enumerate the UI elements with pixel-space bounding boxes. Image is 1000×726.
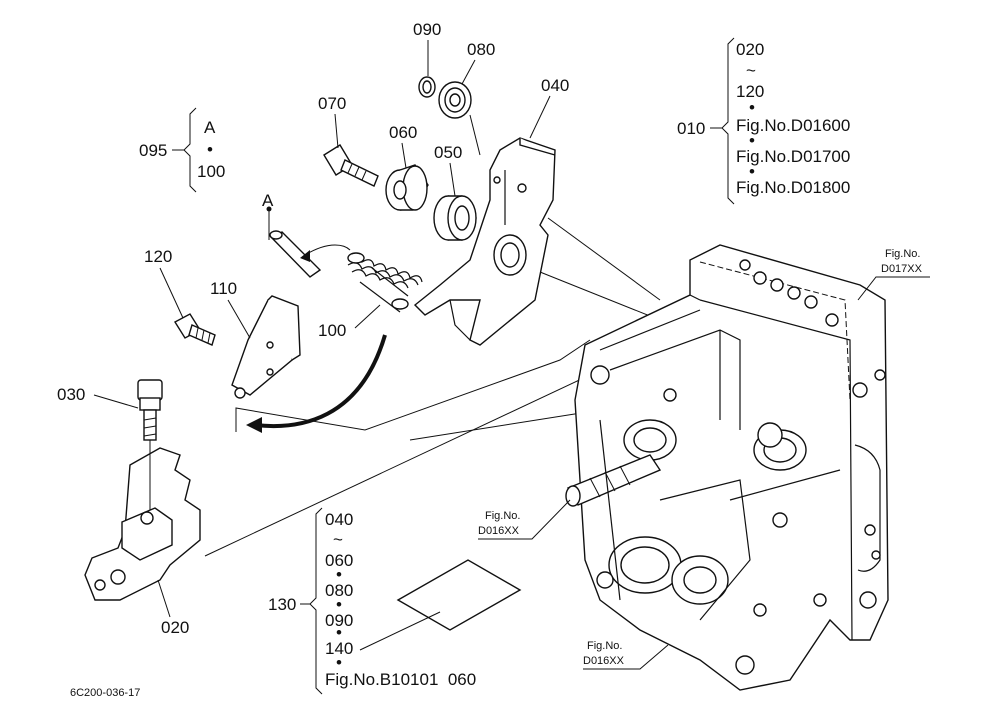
bracket-010-item-7: Fig.No.D01700 <box>736 147 850 166</box>
bracket-130: 130 040 ~ 060 • 080 • 090 • 140 • Fig.No… <box>268 507 476 695</box>
label-100: 100 <box>318 321 346 340</box>
part-020-bracket <box>84 447 201 601</box>
pin-A <box>266 206 322 278</box>
part-090-circlip <box>418 76 436 98</box>
callout-d016-b: Fig.No. D016XX <box>583 640 669 670</box>
label-050: 050 <box>434 143 462 162</box>
bracket-130-item-11: Fig.No.B10101 060 <box>325 670 476 689</box>
label-010: 010 <box>677 119 705 138</box>
bracket-130-item-3: 060 <box>325 551 353 570</box>
callout-d017: Fig.No. D017XX <box>857 248 930 301</box>
callout-d016-a: Fig.No. D016XX <box>478 499 571 540</box>
bracket-010-item-1: 020 <box>736 40 764 59</box>
bracket-010: 010 020 ~ 120 • Fig.No.D01600 • Fig.No.D… <box>677 37 850 205</box>
part-040-lever <box>413 114 556 346</box>
bracket-130-item-2: ~ <box>333 530 343 549</box>
diagram-code: 6C200-036-17 <box>70 687 140 699</box>
bracket-010-item-6: • <box>749 131 755 150</box>
part-130-sheet <box>359 559 522 651</box>
part-080-bearing <box>438 81 472 119</box>
transmission-housing <box>565 244 889 691</box>
leader-lines <box>204 217 661 557</box>
callout-d017-line1: Fig.No. <box>885 248 920 260</box>
label-A: A <box>262 191 274 210</box>
label-040: 040 <box>541 76 569 95</box>
callout-d016b-line2: D016XX <box>583 655 625 667</box>
label-090: 090 <box>413 20 441 39</box>
label-080: 080 <box>467 40 495 59</box>
label-110: 110 <box>210 279 237 298</box>
label-095: 095 <box>139 141 167 160</box>
part-120-bolt <box>174 313 216 346</box>
bracket-010-item-3: 120 <box>736 82 764 101</box>
label-130: 130 <box>268 595 296 614</box>
label-070: 070 <box>318 94 346 113</box>
label-060: 060 <box>389 123 417 142</box>
label-030: 030 <box>57 385 85 404</box>
part-labels: 090 080 040 070 060 050 A 120 110 100 03… <box>57 20 569 637</box>
bracket-010-item-2: ~ <box>746 61 756 80</box>
bracket-010-item-8: • <box>749 162 755 181</box>
part-100-spring <box>347 252 423 313</box>
label-020: 020 <box>161 618 189 637</box>
bracket-095-item-3: 100 <box>197 162 225 181</box>
callout-d016a-line1: Fig.No. <box>485 510 520 522</box>
bracket-095-item-2: • <box>207 140 213 159</box>
callout-d016a-line2: D016XX <box>478 525 520 537</box>
bracket-130-item-4: • <box>336 565 342 584</box>
rotation-arrows <box>246 244 387 433</box>
bracket-130-item-6: • <box>336 595 342 614</box>
bracket-130-item-7: 090 <box>325 611 353 630</box>
label-120: 120 <box>144 247 172 266</box>
bracket-130-item-1: 040 <box>325 510 353 529</box>
callout-d017-line2: D017XX <box>881 263 923 275</box>
bracket-095-item-1: A <box>204 118 216 137</box>
bracket-130-item-9: 140 <box>325 639 353 658</box>
bracket-095: 095 A • 100 <box>139 107 225 193</box>
part-050-bearing <box>433 195 477 241</box>
bracket-010-item-5: Fig.No.D01600 <box>736 116 850 135</box>
part-110-plate <box>231 295 301 399</box>
bracket-010-item-9: Fig.No.D01800 <box>736 178 850 197</box>
part-060-bushing <box>385 164 429 211</box>
callout-d016b-line1: Fig.No. <box>587 640 622 652</box>
bracket-130-item-5: 080 <box>325 581 353 600</box>
bracket-010-item-4: • <box>749 98 755 117</box>
part-030-bolt <box>137 379 163 510</box>
bracket-130-item-8: • <box>336 623 342 642</box>
part-070-bolt <box>323 144 379 187</box>
bracket-130-item-10: • <box>336 653 342 672</box>
